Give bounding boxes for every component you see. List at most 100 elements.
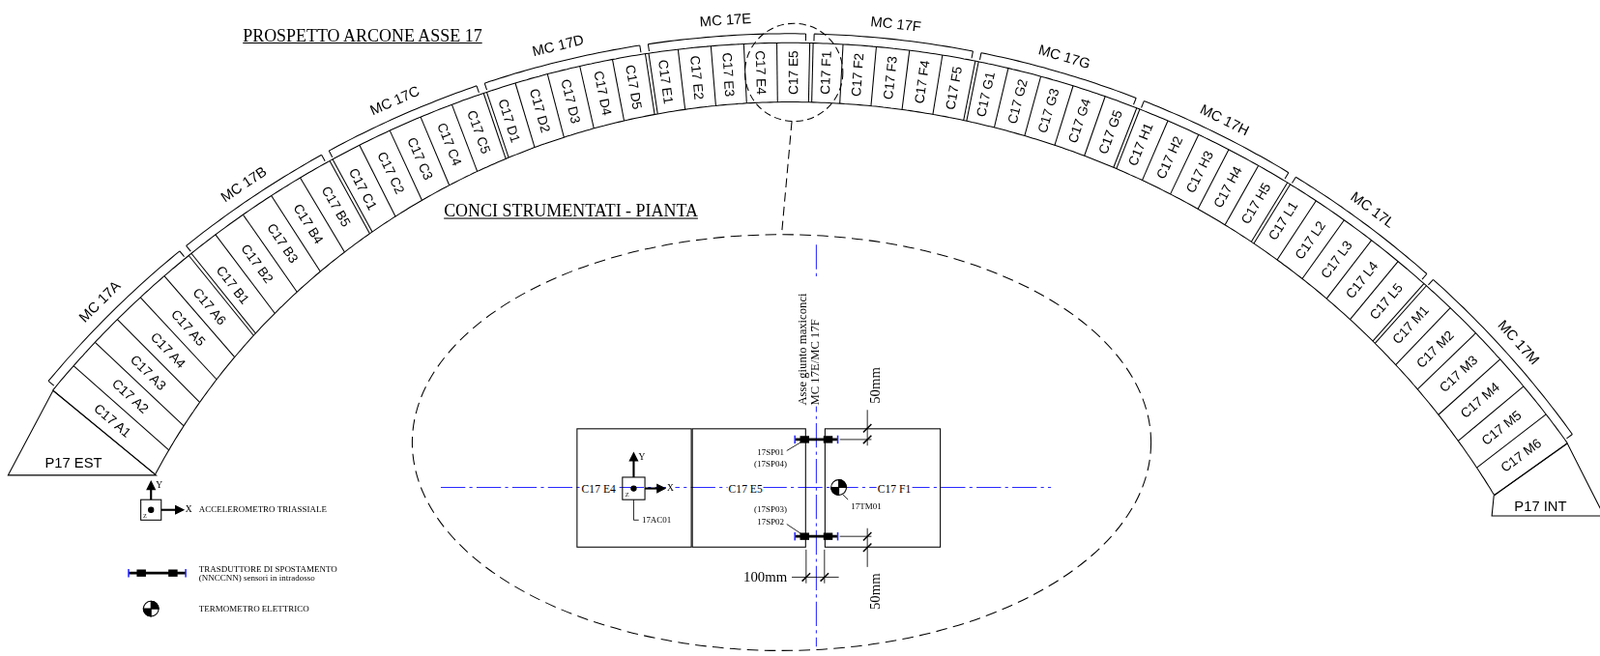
voussoir-label: C17 E1 [656,58,676,105]
segment-bracket [647,33,806,45]
voussoir-label: C17 A3 [128,352,170,393]
voussoir-label: C17 D4 [591,70,614,117]
legend-symbol [168,569,177,577]
displacement-transducer [793,532,796,541]
voussoir: C17 D1 [487,87,534,154]
voussoir-label: C17 A4 [148,329,189,371]
axis-letter: Z [143,513,147,521]
accelerometer-symbol [622,453,666,501]
legend-symbol [150,601,159,610]
sensor-id: 17AC01 [641,515,671,525]
abutment-label: P17 INT [1513,497,1567,515]
voussoir: C17 F1 [810,47,842,100]
segment-bracket [1432,279,1572,435]
segment-bracket [805,33,807,41]
drawing-title: PROSPETTO ARCONE ASSE 17 [242,27,482,47]
legend-symbol [141,499,162,521]
voussoir-joint [611,59,624,121]
segment-name: MC 17D [530,32,586,61]
axis-letter: Y [638,453,645,464]
voussoir: C17 E2 [680,50,715,105]
sensor-id: 17SP02 [756,517,785,527]
accelerometer-symbol [632,460,635,478]
voussoir-label: C17 E3 [721,52,738,98]
voussoir-joint [963,60,976,120]
segment-name: MC 17L [1347,189,1397,233]
legend-symbol [184,569,187,578]
voussoir-label: C17 C2 [376,149,408,197]
voussoir-label: C17 C1 [347,166,380,213]
voussoir-joint [677,49,685,110]
legend-symbol [146,481,155,490]
voussoir-label: C17 H4 [1211,164,1245,210]
segment-name: MC 17A [76,278,124,326]
voussoir-label: C17 G2 [1005,78,1030,126]
leader-line [633,441,848,535]
axis-letter: Z [625,491,630,498]
sensor-id: (17SP03) [754,505,787,516]
detail-callout [411,234,1151,652]
voussoir-label: C17 B1 [214,262,253,307]
section-heading: CONCI STRUMENTATI - PIANTA [443,203,699,223]
segment-name: MC 17H [1197,101,1252,140]
segment-bracket [971,51,973,59]
voussoir-joint [871,46,876,106]
legend-text: TRASDUTTORE DI SPOSTAMENTO (NNCCNN) sens… [199,564,352,584]
extrados-line [53,42,1569,443]
voussoir-label: C17 L1 [1266,200,1301,244]
segment-label: C17 F1 [876,482,913,495]
thermometer-symbol [831,480,847,496]
segment-bracket [1291,176,1296,183]
voussoir-label: C17 F4 [911,59,931,106]
legend-symbol [149,489,152,501]
segment-name: MC 17E [698,10,752,30]
segment-name: MC 17C [368,83,423,119]
segment-bracket [484,83,487,90]
voussoir: C17 F2 [841,48,874,102]
dimension-line [823,550,825,584]
segment-bracket [186,245,192,252]
segment-bracket [48,251,180,382]
segment-bracket [1284,173,1289,179]
legend-text: ACCELEROMETRO TRIASSIALE [199,505,327,516]
segment-label: C17 E5 [727,482,764,495]
voussoir-joint [188,256,254,337]
voussoir: C17 D4 [582,63,623,124]
segment-label: C17 E4 [581,482,617,495]
accelerometer-symbol [657,484,666,493]
voussoir: C17 G1 [965,65,1006,124]
voussoir-label: C17 M4 [1457,379,1502,421]
voussoir-joint [812,43,814,103]
voussoir-label: C17 H5 [1238,180,1273,227]
legend-symbol [143,609,151,617]
voussoir-label: C17 F2 [849,53,867,98]
voussoir-label: C17 G1 [974,70,997,118]
detail-callout [411,23,1151,651]
voussoir-label: C17 B4 [291,202,327,247]
segment-bracket [647,44,649,52]
sensor-id: 17SP01 [756,448,785,459]
voussoir-label: C17 M5 [1479,407,1524,448]
segment-bracket [179,251,185,258]
legend-text: TERMOMETRO ELETTRICO [199,604,310,614]
leader-line [633,499,639,521]
voussoir-label: C17 E4 [754,50,769,95]
arch-outline [48,33,1572,496]
leader-line [843,494,848,500]
voussoir-label: C17 A5 [169,307,208,350]
voussoir: C17 E5 [778,46,808,98]
thermometer-symbol [831,480,847,496]
abutment-label: P17 EST [44,455,102,472]
center-axis [440,244,1051,647]
voussoir: C17 D2 [518,78,562,143]
voussoir: C17 G5 [1086,100,1134,163]
voussoir: C17 E3 [713,48,746,102]
thermometer-symbol [839,480,847,489]
thermometer-symbol [831,488,840,496]
dimension-text: 50mm [867,573,883,611]
dimension-line [840,438,873,440]
accelerometer-symbol [644,488,659,491]
segment-bracket [48,380,55,386]
displacement-transducer [837,436,840,444]
